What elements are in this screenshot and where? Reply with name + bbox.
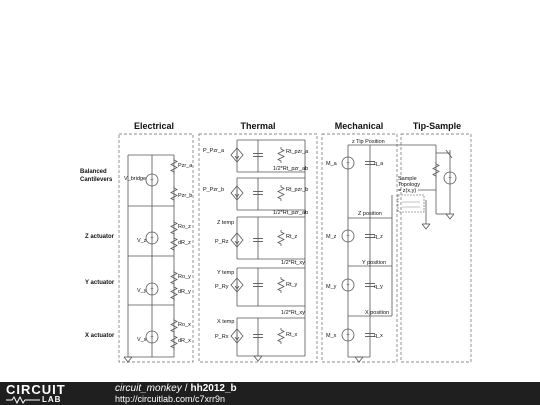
label-v-y: V_y [137, 288, 147, 294]
label-v-z: V_z [137, 238, 147, 244]
label-m-x: M_x [326, 333, 337, 339]
label-pzr-a: Pzr_a [178, 163, 193, 169]
label-z-position: Z position [358, 211, 382, 217]
label-q-a: q_a [374, 161, 384, 167]
mechanical-heading: Mechanical [335, 121, 384, 131]
row-label-z-actuator: Z actuator [85, 234, 115, 240]
label-pzr-b: Pzr_b [178, 193, 192, 199]
section-boxes [118, 133, 472, 363]
label-half-rt-xy-2: 1/2*Rt_xy [281, 310, 305, 316]
label-p-pzr-a: P_Pzr_a [203, 148, 225, 154]
label-x-position: X position [365, 310, 389, 316]
mechanical-box [321, 133, 398, 363]
sample-topology-block [397, 194, 425, 213]
thermal-parts [230, 146, 285, 362]
label-dr-x: dR_x [178, 338, 191, 344]
label-q-z: q_z [374, 234, 383, 240]
label-v-x: V_x [137, 337, 147, 343]
label-rt-z: Rt_z [286, 234, 298, 240]
label-z-tip-position: z Tip Position [352, 139, 385, 145]
label-zxy: = z(x,y) [398, 188, 416, 194]
mechanical-wiring [347, 144, 436, 358]
label-m-z: M_z [326, 234, 337, 240]
label-q-y: q_y [374, 284, 383, 290]
label-rt-x: Rt_x [286, 332, 298, 338]
label-rt-pzr-a: Rt_pzr_a [286, 149, 309, 155]
author-link[interactable]: circuit_monkey [115, 383, 182, 394]
label-m-y: M_y [326, 284, 337, 290]
label-p-ry: P_Ry [215, 284, 229, 290]
label-rt-pzr-b: Rt_pzr_b [286, 187, 308, 193]
tip-sample-heading: Tip-Sample [413, 121, 461, 131]
row-label-y-actuator: Y actuator [85, 280, 115, 286]
label-v-bridge: V_bridge [124, 176, 146, 182]
thermal-heading: Thermal [240, 121, 275, 131]
footer-bar: CIRCUIT LAB circuit_monkey/hh2012_b http… [0, 382, 540, 405]
logo-text-bottom: LAB [42, 395, 62, 404]
label-m-a: M_a [326, 161, 338, 167]
circuitlab-logo: CIRCUIT LAB [6, 383, 96, 404]
label-p-rx: P_Rx [215, 334, 229, 340]
electrical-box [118, 133, 194, 363]
circuit-schematic: + Electrical Thermal Mechanical Tip-Samp… [80, 121, 472, 363]
label-dr-y: dR_y [178, 289, 191, 295]
electrical-heading: Electrical [134, 121, 174, 131]
label-y-position: Y position [362, 260, 386, 266]
label-topology: Topology [398, 182, 420, 188]
logo-wave-icon [6, 396, 40, 404]
thermal-box [198, 133, 318, 363]
row-label-cantilevers: Cantilevers [80, 177, 113, 183]
row-label-balanced: Balanced [80, 169, 107, 175]
label-ro-y: Ro_y [178, 274, 191, 280]
electrical-parts [123, 157, 178, 363]
label-y-temp: Y temp [217, 270, 234, 276]
credit-separator: / [184, 383, 188, 394]
label-z-temp: Z temp [217, 220, 234, 226]
tip-sample-box [400, 133, 472, 363]
label-ro-x: Ro_x [178, 322, 191, 328]
label-half-rt-xy-1: 1/2*Rt_xy [281, 260, 305, 266]
logo-text-top: CIRCUIT [6, 382, 66, 397]
label-half-rt-pzr-ab-1: 1/2*Rt_pzr_ab [273, 166, 308, 172]
label-q-x: q_x [374, 333, 383, 339]
tip-sample-parts [421, 161, 457, 230]
label-sample: Sample [398, 176, 417, 182]
circuit-url-link[interactable]: http://circuitlab.com/c7xrr9n [115, 394, 226, 404]
row-label-x-actuator: X actuator [85, 333, 115, 339]
circuit-credit: circuit_monkey/hh2012_b [115, 383, 237, 394]
label-p-pzr-b: P_Pzr_b [203, 187, 224, 193]
label-rt-y: Rt_y [286, 282, 298, 288]
label-half-rt-pzr-ab-2: 1/2*Rt_pzr_ab [273, 210, 308, 216]
electrical-wiring [127, 154, 175, 358]
circuit-name: hh2012_b [190, 383, 237, 394]
label-p-rz: P_Rz [215, 239, 229, 245]
label-dr-z: dR_z [178, 240, 191, 246]
thermal-wiring [236, 139, 306, 357]
label-ro-z: Ro_z [178, 224, 191, 230]
label-x-temp: X temp [217, 319, 234, 325]
